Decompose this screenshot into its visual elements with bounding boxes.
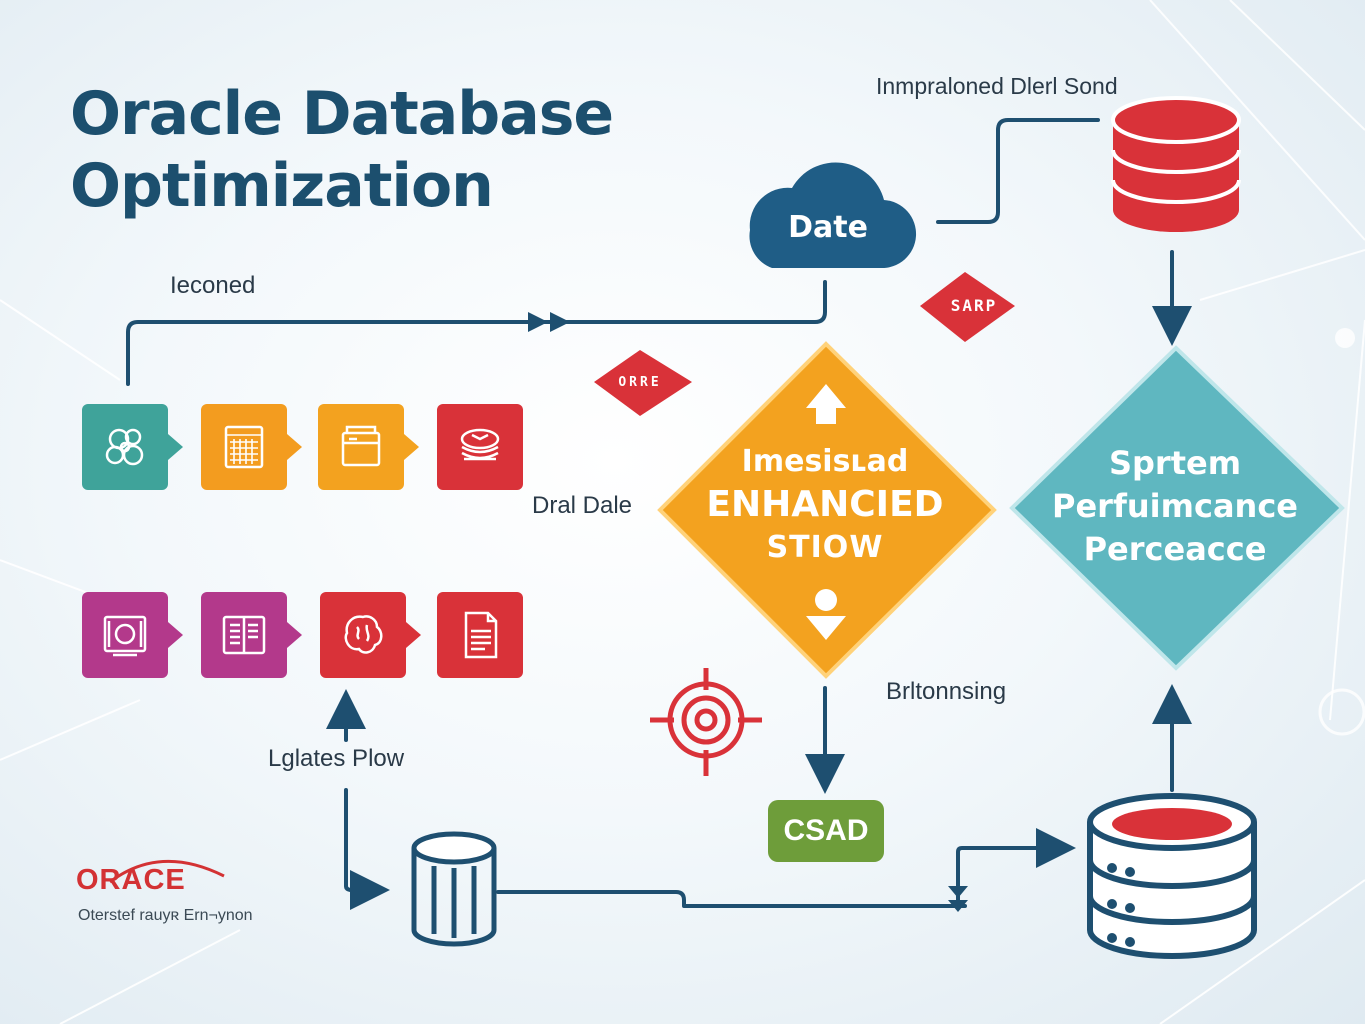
cylinder-icon: [411, 831, 497, 947]
tile-document: [437, 592, 523, 678]
connector-cylinder-to-server: [496, 890, 967, 908]
teal-diamond-line-2: Perfuimcance: [1052, 487, 1298, 525]
brain-icon: [344, 615, 383, 654]
title-line-1: Oracle Database: [70, 79, 614, 149]
label-lglates-plow: Lglates Plow: [268, 745, 405, 772]
tile-cabinet: [318, 404, 419, 490]
tag-sarp: SARP: [950, 296, 998, 315]
label-top-right: Inmpraloned Dlerl Sond: [876, 73, 1118, 99]
tile-brain: [320, 592, 421, 678]
cloud-label: Date: [788, 210, 868, 245]
tile-hamburger: [437, 404, 523, 490]
tile-molecule: [82, 404, 183, 490]
connector-cloud-to-db: [936, 118, 1100, 224]
molecule-icon: [105, 428, 144, 466]
connector-lglates-loop: [344, 788, 390, 910]
brand-subtitle: Oterstef rauyʀ Ern¬ynon: [78, 907, 253, 924]
teal-diamond-line-1: Sprtem: [1108, 444, 1242, 482]
tile-grid-calculator: [201, 404, 302, 490]
database-stack-icon: [1111, 96, 1241, 232]
page-title: Oracle Database Optimization: [70, 78, 670, 222]
csad-badge: CSAD: [768, 800, 884, 862]
tile-monitor: [82, 592, 183, 678]
title-line-2: Optimization: [70, 151, 494, 221]
cloud-shape: [749, 162, 917, 269]
logo-swoosh-icon: [109, 859, 225, 884]
target-icon: [650, 668, 762, 776]
tag-orre: ORRE: [618, 375, 662, 390]
connector-tiles-to-cloud: [126, 280, 827, 386]
document-icon: [464, 611, 498, 659]
orange-diamond-line-3: STIOW: [766, 530, 884, 565]
cabinet-icon: [341, 425, 381, 467]
connector-branch-to-server: [956, 828, 1076, 908]
orange-diamond-shape: [657, 341, 997, 679]
label-brltonnsing: Brltonnsing: [886, 678, 1007, 705]
tile-book: [201, 592, 302, 678]
tag-sarp-shape: [920, 272, 1015, 342]
label-dral-dale: Dral Dale: [532, 492, 633, 519]
hamburger-database-icon: [460, 428, 500, 461]
brand-logo: ORACE: [76, 864, 186, 896]
teal-diamond-line-3: Perceacce: [1083, 530, 1267, 568]
orange-diamond-line-1: Imesisʟad: [741, 444, 909, 479]
server-database-icon: [1087, 793, 1257, 959]
tag-orre-shape: [594, 350, 692, 416]
orange-diamond-line-2: ENHANCIED: [706, 484, 944, 525]
teal-diamond-shape: [1009, 345, 1345, 671]
monitor-icon: [103, 615, 147, 657]
label-iconed: Ieconed: [170, 272, 256, 299]
book-icon: [222, 615, 266, 655]
grid-calculator-icon: [224, 425, 264, 469]
